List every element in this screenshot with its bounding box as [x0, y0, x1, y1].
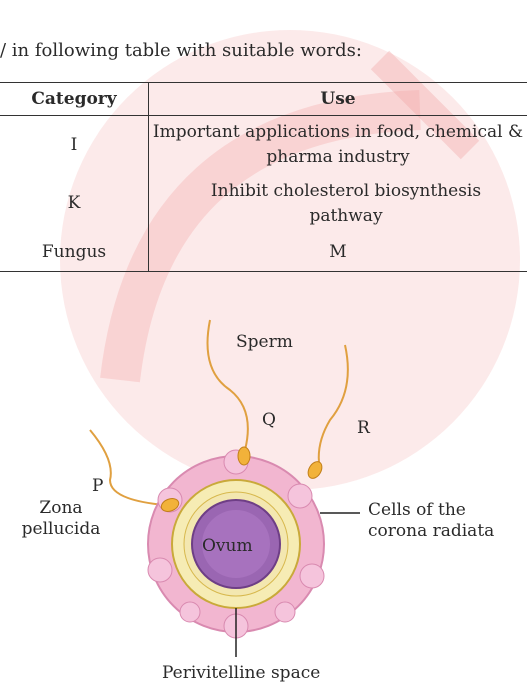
- category-use-table: Category Use I Important applications in…: [0, 82, 527, 272]
- sperm-r-tail: [319, 345, 348, 470]
- sperm-label: Sperm: [236, 332, 293, 352]
- fertilization-diagram: [0, 300, 527, 689]
- table-row: I Important applications in food, chemic…: [0, 116, 527, 175]
- ovum-label: Ovum: [202, 536, 253, 556]
- perivitelline-space-label: Perivitelline space: [162, 663, 320, 683]
- question-text: / in following table with suitable words…: [0, 40, 362, 61]
- table-row: Fungus M: [0, 233, 527, 272]
- table-header-use: Use: [149, 83, 527, 116]
- table-row: K Inhibit cholesterol biosynthesis pathw…: [0, 174, 527, 233]
- corona-radiata-label: Cells of the corona radiata: [368, 500, 494, 542]
- sperm-r-head: [305, 459, 324, 481]
- zona-pellucida-label: Zona pellucida: [6, 498, 116, 540]
- label-p: P: [92, 476, 103, 496]
- table-cell-use: Inhibit cholesterol biosynthesis pathway: [149, 174, 527, 233]
- table-cell-use: Important applications in food, chemical…: [149, 116, 527, 175]
- label-q: Q: [262, 410, 276, 430]
- table-header-category: Category: [0, 83, 149, 116]
- table-cell-category: K: [0, 174, 149, 233]
- label-r: R: [357, 418, 370, 438]
- table-cell-use: M: [149, 233, 527, 272]
- table-cell-category: I: [0, 116, 149, 175]
- table-header-row: Category Use: [0, 83, 527, 116]
- table-cell-category: Fungus: [0, 233, 149, 272]
- sperm-q-head: [238, 447, 250, 465]
